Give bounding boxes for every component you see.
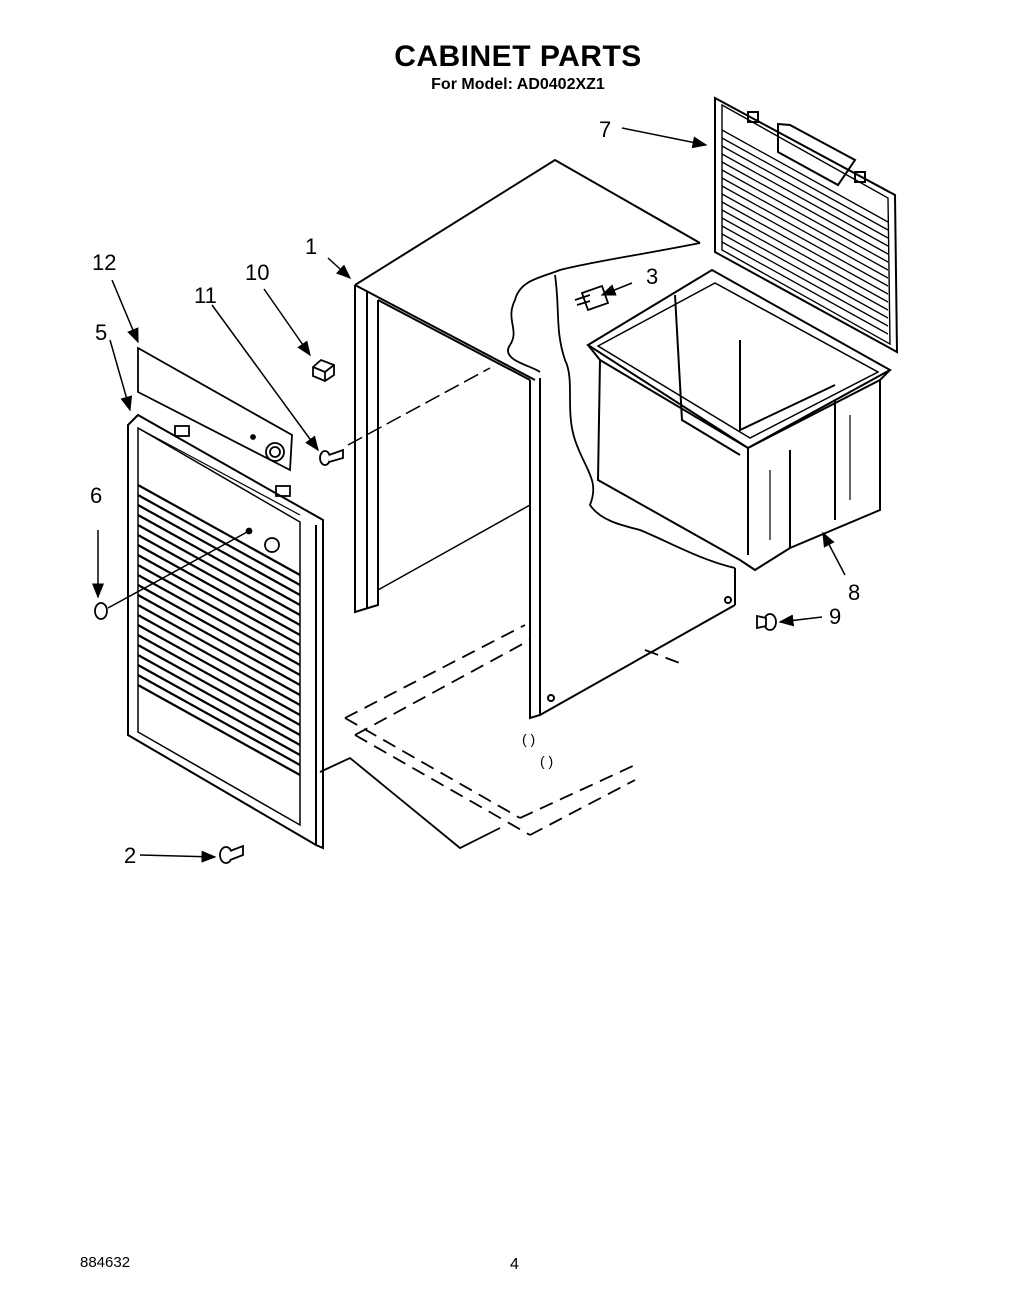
callout-3: 3 bbox=[646, 264, 658, 289]
o-ring-part-6 bbox=[94, 602, 108, 620]
front-panel-grille bbox=[137, 484, 301, 776]
page-number: 4 bbox=[510, 1256, 519, 1273]
callout-6: 6 bbox=[90, 483, 102, 508]
base-outline-dashed bbox=[344, 624, 686, 836]
callout-7: 7 bbox=[599, 117, 611, 142]
knob-part bbox=[312, 358, 335, 383]
callout-labels: 1 2 3 5 6 7 8 9 10 11 12 bbox=[90, 117, 860, 868]
base-front-edge bbox=[319, 756, 501, 850]
screw-part-2 bbox=[219, 844, 244, 864]
svg-text:( ): ( ) bbox=[540, 753, 553, 769]
callout-5: 5 bbox=[95, 320, 107, 345]
callout-8: 8 bbox=[848, 580, 860, 605]
cabinet-shell bbox=[354, 158, 736, 720]
float-part-3 bbox=[574, 284, 610, 312]
bucket-lid-grille bbox=[721, 129, 889, 335]
water-bucket bbox=[586, 268, 893, 572]
bucket-lid bbox=[714, 96, 899, 354]
front-panel bbox=[127, 413, 324, 850]
callout-1: 1 bbox=[305, 234, 317, 259]
screw-part-11 bbox=[319, 448, 344, 466]
callout-10: 10 bbox=[245, 260, 269, 285]
front-panel-details bbox=[174, 425, 291, 553]
callout-11: 11 bbox=[194, 283, 217, 308]
screw-part-9 bbox=[756, 613, 777, 631]
page-title: CABINET PARTS bbox=[394, 40, 642, 73]
control-panel-overlay bbox=[137, 346, 293, 472]
model-subtitle: For Model: AD0402XZ1 bbox=[431, 76, 605, 93]
leader-lines bbox=[92, 127, 846, 863]
svg-text:( ): ( ) bbox=[522, 731, 535, 747]
callout-2: 2 bbox=[124, 843, 136, 868]
callout-12: 12 bbox=[92, 250, 116, 275]
callout-9: 9 bbox=[829, 604, 841, 629]
base-screw-holes: ( ) ( ) bbox=[522, 731, 553, 769]
document-number: 884632 bbox=[80, 1254, 131, 1271]
